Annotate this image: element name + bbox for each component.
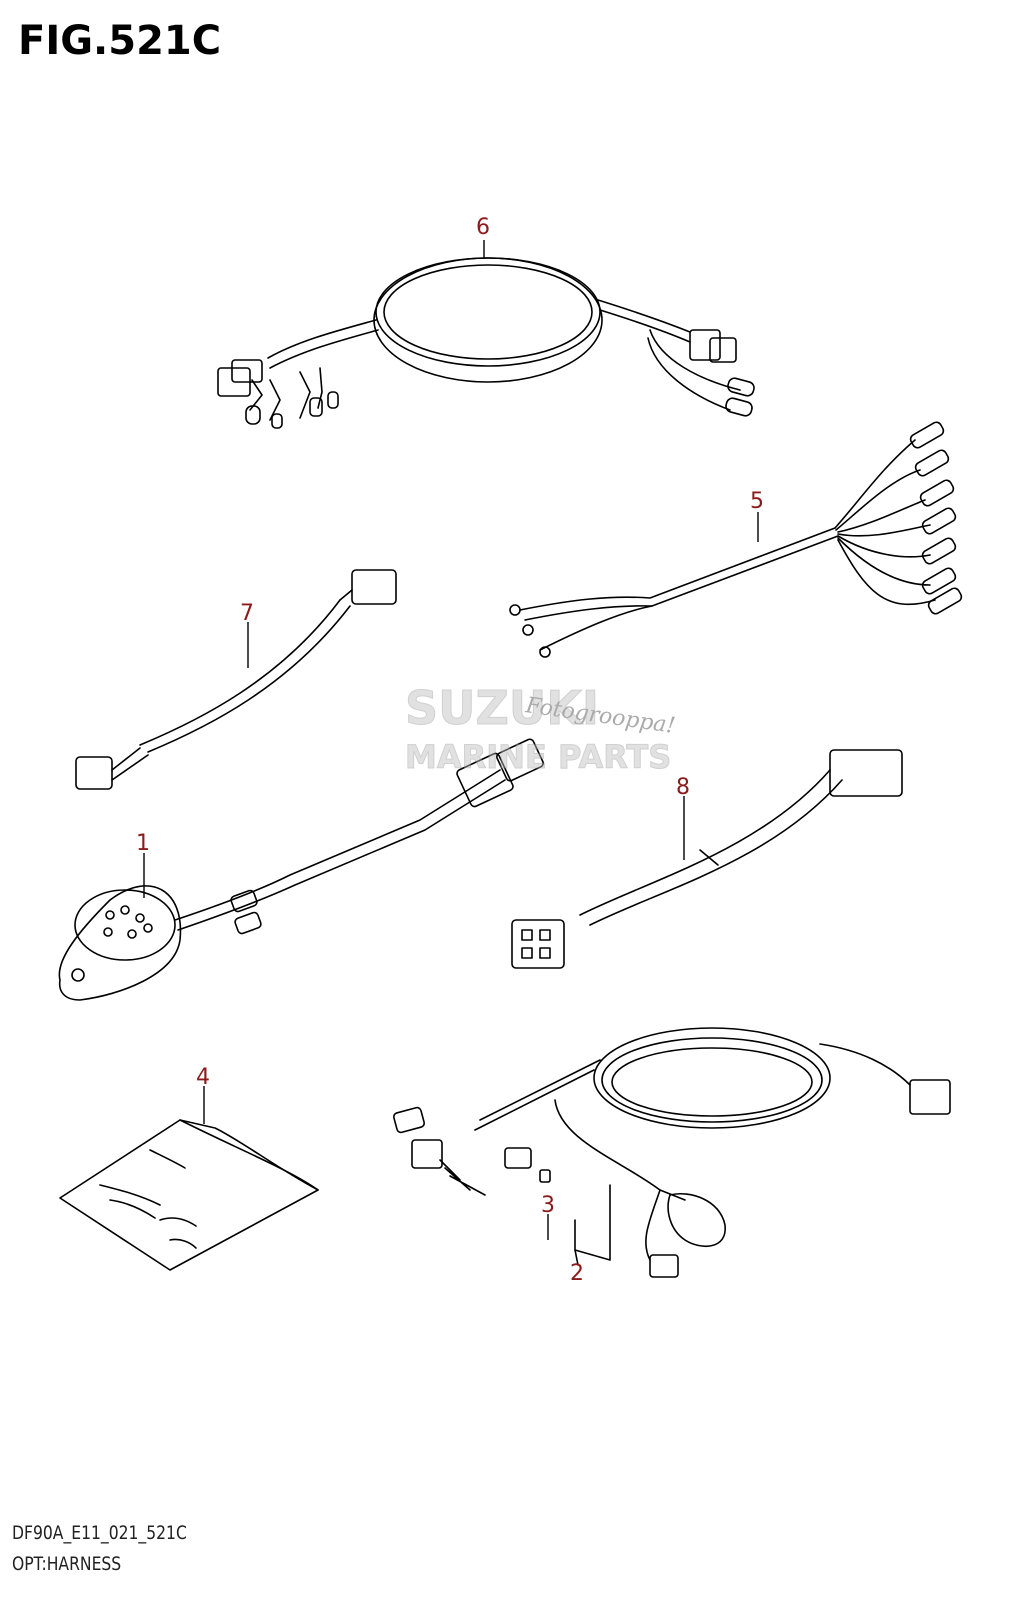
callout-leaders: [143, 240, 759, 1240]
figure-code: DF90A_E11_021_521C: [12, 1522, 187, 1544]
watermark: SUZUKI MARINE PARTS Fotogrooppa!: [405, 681, 677, 777]
part-7-extension: [75, 569, 397, 790]
part-4-bag: [59, 1119, 319, 1271]
callout-2: 2: [570, 1261, 584, 1286]
part-5-leads: [509, 421, 963, 658]
watermark-line1: SUZUKI: [405, 681, 599, 735]
part-6-harness: [217, 257, 755, 429]
callout-5: 5: [750, 489, 764, 514]
callout-1: 1: [136, 831, 150, 856]
figure-name: OPT:HARNESS: [12, 1553, 122, 1575]
callout-8: 8: [676, 775, 690, 800]
callout-4: 4: [196, 1065, 210, 1090]
part-2-main-harness: [392, 1027, 951, 1278]
callout-6: 6: [476, 215, 490, 240]
part-8-adapter: [511, 749, 903, 969]
callout-7: 7: [240, 601, 254, 626]
figure-title: FIG.521C: [18, 18, 222, 64]
callout-3: 3: [541, 1193, 555, 1218]
part-1-buzzer: [58, 738, 544, 1001]
watermark-line2: MARINE PARTS: [405, 738, 671, 776]
